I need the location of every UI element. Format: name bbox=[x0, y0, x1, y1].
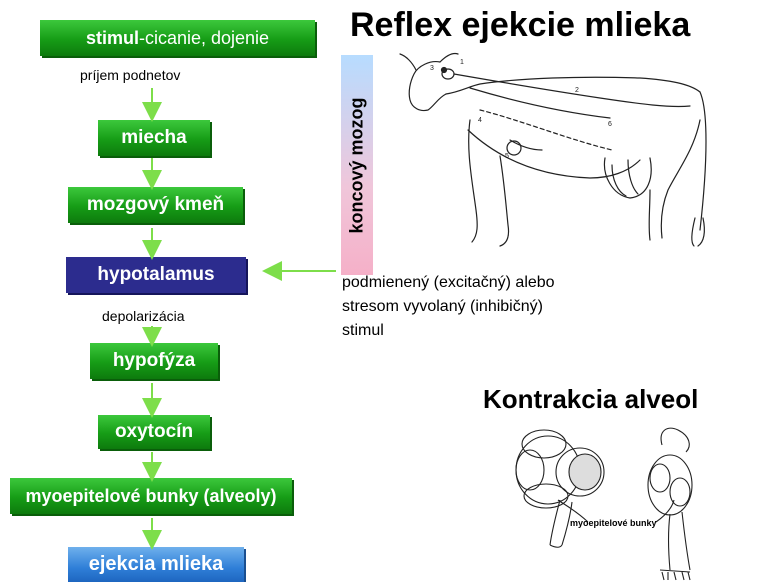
alveoli-label: myoepitelové bunky bbox=[570, 518, 657, 528]
